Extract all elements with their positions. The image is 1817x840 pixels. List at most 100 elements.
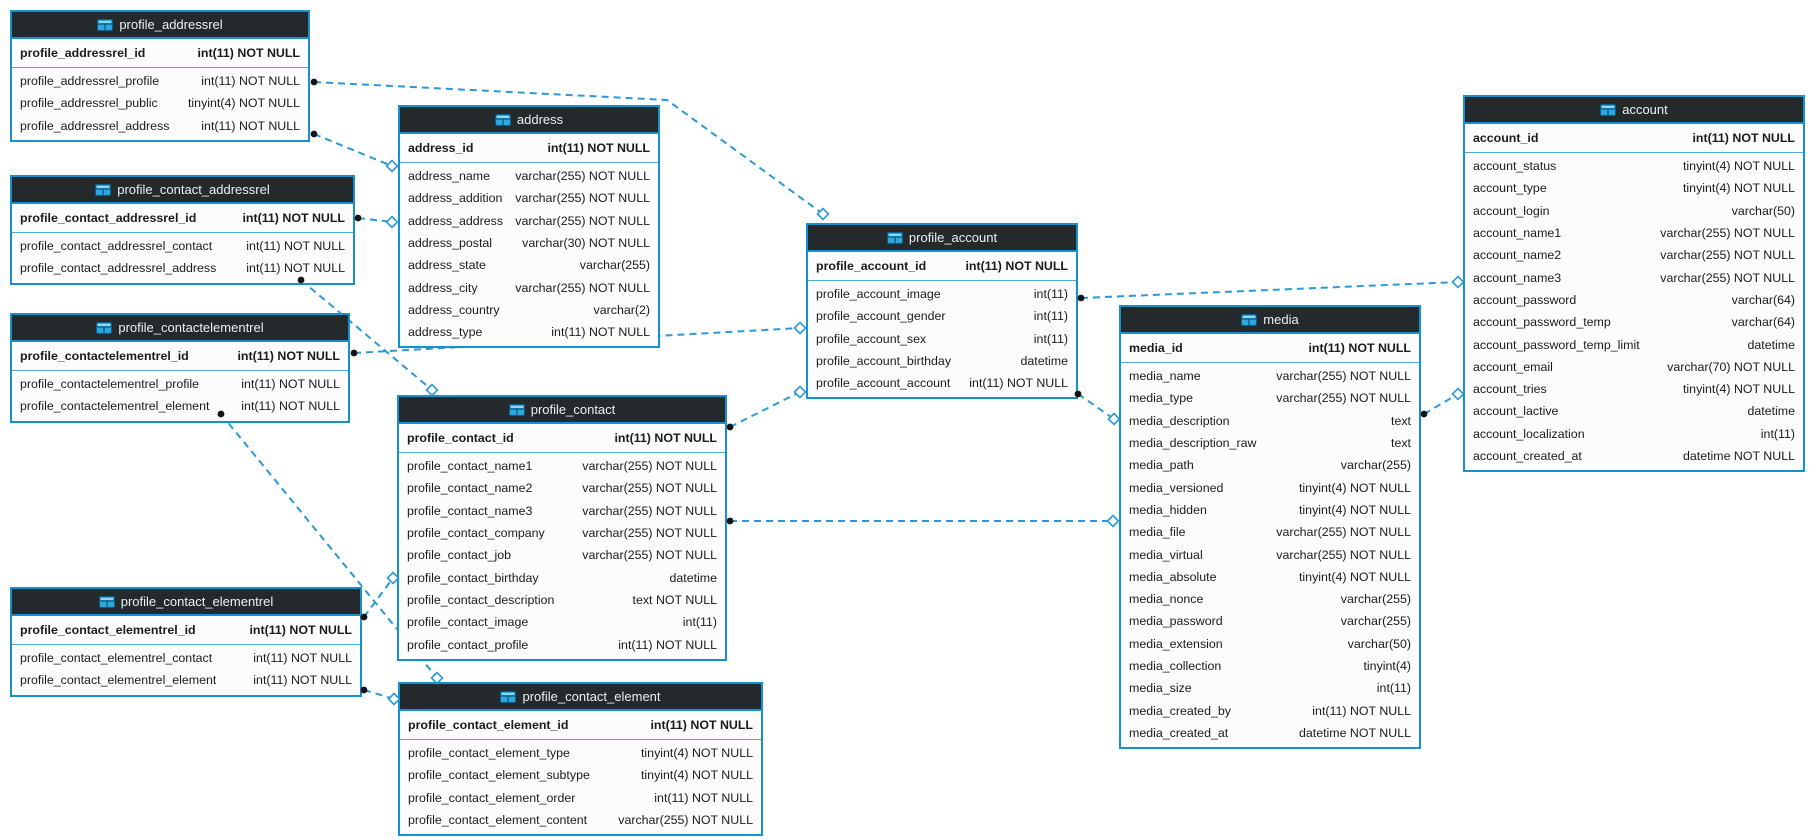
column-name: profile_contact_addressrel_contact (20, 239, 213, 254)
relationship-profile_contact_addressrel-to-address[interactable] (357, 217, 393, 223)
relationship-media-to-account[interactable] (1423, 393, 1459, 415)
column-type: varchar(50) (1731, 203, 1795, 218)
column-type: varchar(255) NOT NULL (582, 526, 717, 541)
column-name: account_login (1473, 203, 1550, 218)
connector-endpoint-dot (310, 130, 318, 138)
column-type: tinyint(4) NOT NULL (640, 746, 753, 761)
db-table-header[interactable]: account (1465, 97, 1803, 124)
db-table-header[interactable]: address (400, 107, 658, 134)
relationship-profile_contact_elementrel-to-profile_contact_element[interactable] (363, 689, 395, 700)
column-name: address_country (408, 302, 500, 317)
db-table-header[interactable]: media (1121, 307, 1419, 334)
table-icon (1600, 103, 1617, 116)
relationship-profile_addressrel-to-address[interactable] (313, 133, 393, 167)
column-name: account_localization (1473, 426, 1585, 441)
column-type: varchar(255) NOT NULL (1276, 547, 1411, 562)
column-type: datetime (1747, 337, 1795, 352)
column-name: profile_contact_element_type (408, 746, 570, 761)
column-type: int(11) NOT NULL (249, 623, 352, 637)
db-table-profile_contact_element[interactable]: profile_contact_element profile_contact_… (398, 682, 763, 837)
table-icon (500, 690, 517, 703)
column-type: int(11) NOT NULL (650, 718, 753, 732)
column-type: int(11) (1033, 331, 1068, 346)
relationship-profile_account-to-account[interactable] (1080, 281, 1459, 299)
table-title: profile_contact_elementrel (120, 594, 274, 609)
column-name: profile_contact_name3 (407, 503, 533, 518)
relationship-profile_contact_elementrel-to-profile_contact[interactable] (363, 577, 394, 618)
column-type: int(11) NOT NULL (237, 349, 340, 363)
db-table-header[interactable]: profile_contact (399, 397, 725, 424)
db-table-profile_contact_elementrel[interactable]: profile_contact_elementrel profile_conta… (10, 587, 362, 697)
db-table-header[interactable]: profile_contactelementrel (12, 315, 348, 342)
column-type: varchar(255) NOT NULL (1660, 270, 1795, 285)
connector-endpoint-diamond (1451, 387, 1465, 401)
db-table-header[interactable]: profile_account (808, 225, 1076, 252)
db-table-header[interactable]: profile_contact_elementrel (12, 589, 360, 616)
column-name: profile_contactelementrel_element (20, 399, 210, 414)
relationship-profile_contact-to-profile_account[interactable] (729, 391, 801, 428)
column-name: address_name (408, 169, 490, 184)
column-type: int(11) NOT NULL (241, 399, 340, 414)
column-name: address_city (408, 280, 478, 295)
db-table-profile_contactelementrel[interactable]: profile_contactelementrel profile_contac… (10, 313, 350, 423)
column-type: int(11) NOT NULL (1308, 341, 1411, 355)
column-name: profile_contact_id (407, 431, 514, 445)
db-table-profile_addressrel[interactable]: profile_addressrel profile_addressrel_id… (10, 10, 310, 142)
db-table-profile_contact_addressrel[interactable]: profile_contact_addressrel profile_conta… (10, 175, 355, 285)
column-type: text (1391, 436, 1411, 451)
column-name: account_lactive (1473, 404, 1559, 419)
column-name: account_name2 (1473, 248, 1562, 263)
column-name: profile_account_gender (816, 309, 946, 324)
column-name: account_name1 (1473, 226, 1562, 241)
db-table-header[interactable]: profile_addressrel (12, 12, 308, 39)
column-type: int(11) (682, 615, 717, 630)
column-type: varchar(64) (1731, 315, 1795, 330)
db-table-header[interactable]: profile_contact_element (400, 684, 761, 711)
column-name: media_versioned (1129, 480, 1224, 495)
table-row: profile_contact_element_type tinyint(4) N… (400, 742, 761, 764)
table-title: profile_account (908, 230, 998, 245)
column-type: int(11) NOT NULL (969, 376, 1068, 391)
db-table-header[interactable]: profile_contact_addressrel (12, 177, 353, 204)
table-icon (494, 113, 511, 126)
column-type: int(11) NOT NULL (242, 211, 345, 225)
relationship-profile_account-to-media[interactable] (1077, 393, 1115, 420)
column-type: datetime NOT NULL (1298, 725, 1411, 740)
column-type: varchar(255) (1340, 458, 1411, 473)
connector-endpoint-diamond (816, 207, 830, 221)
column-type: tinyint(4) (1363, 659, 1411, 673)
column-type: int(11) NOT NULL (241, 377, 340, 392)
